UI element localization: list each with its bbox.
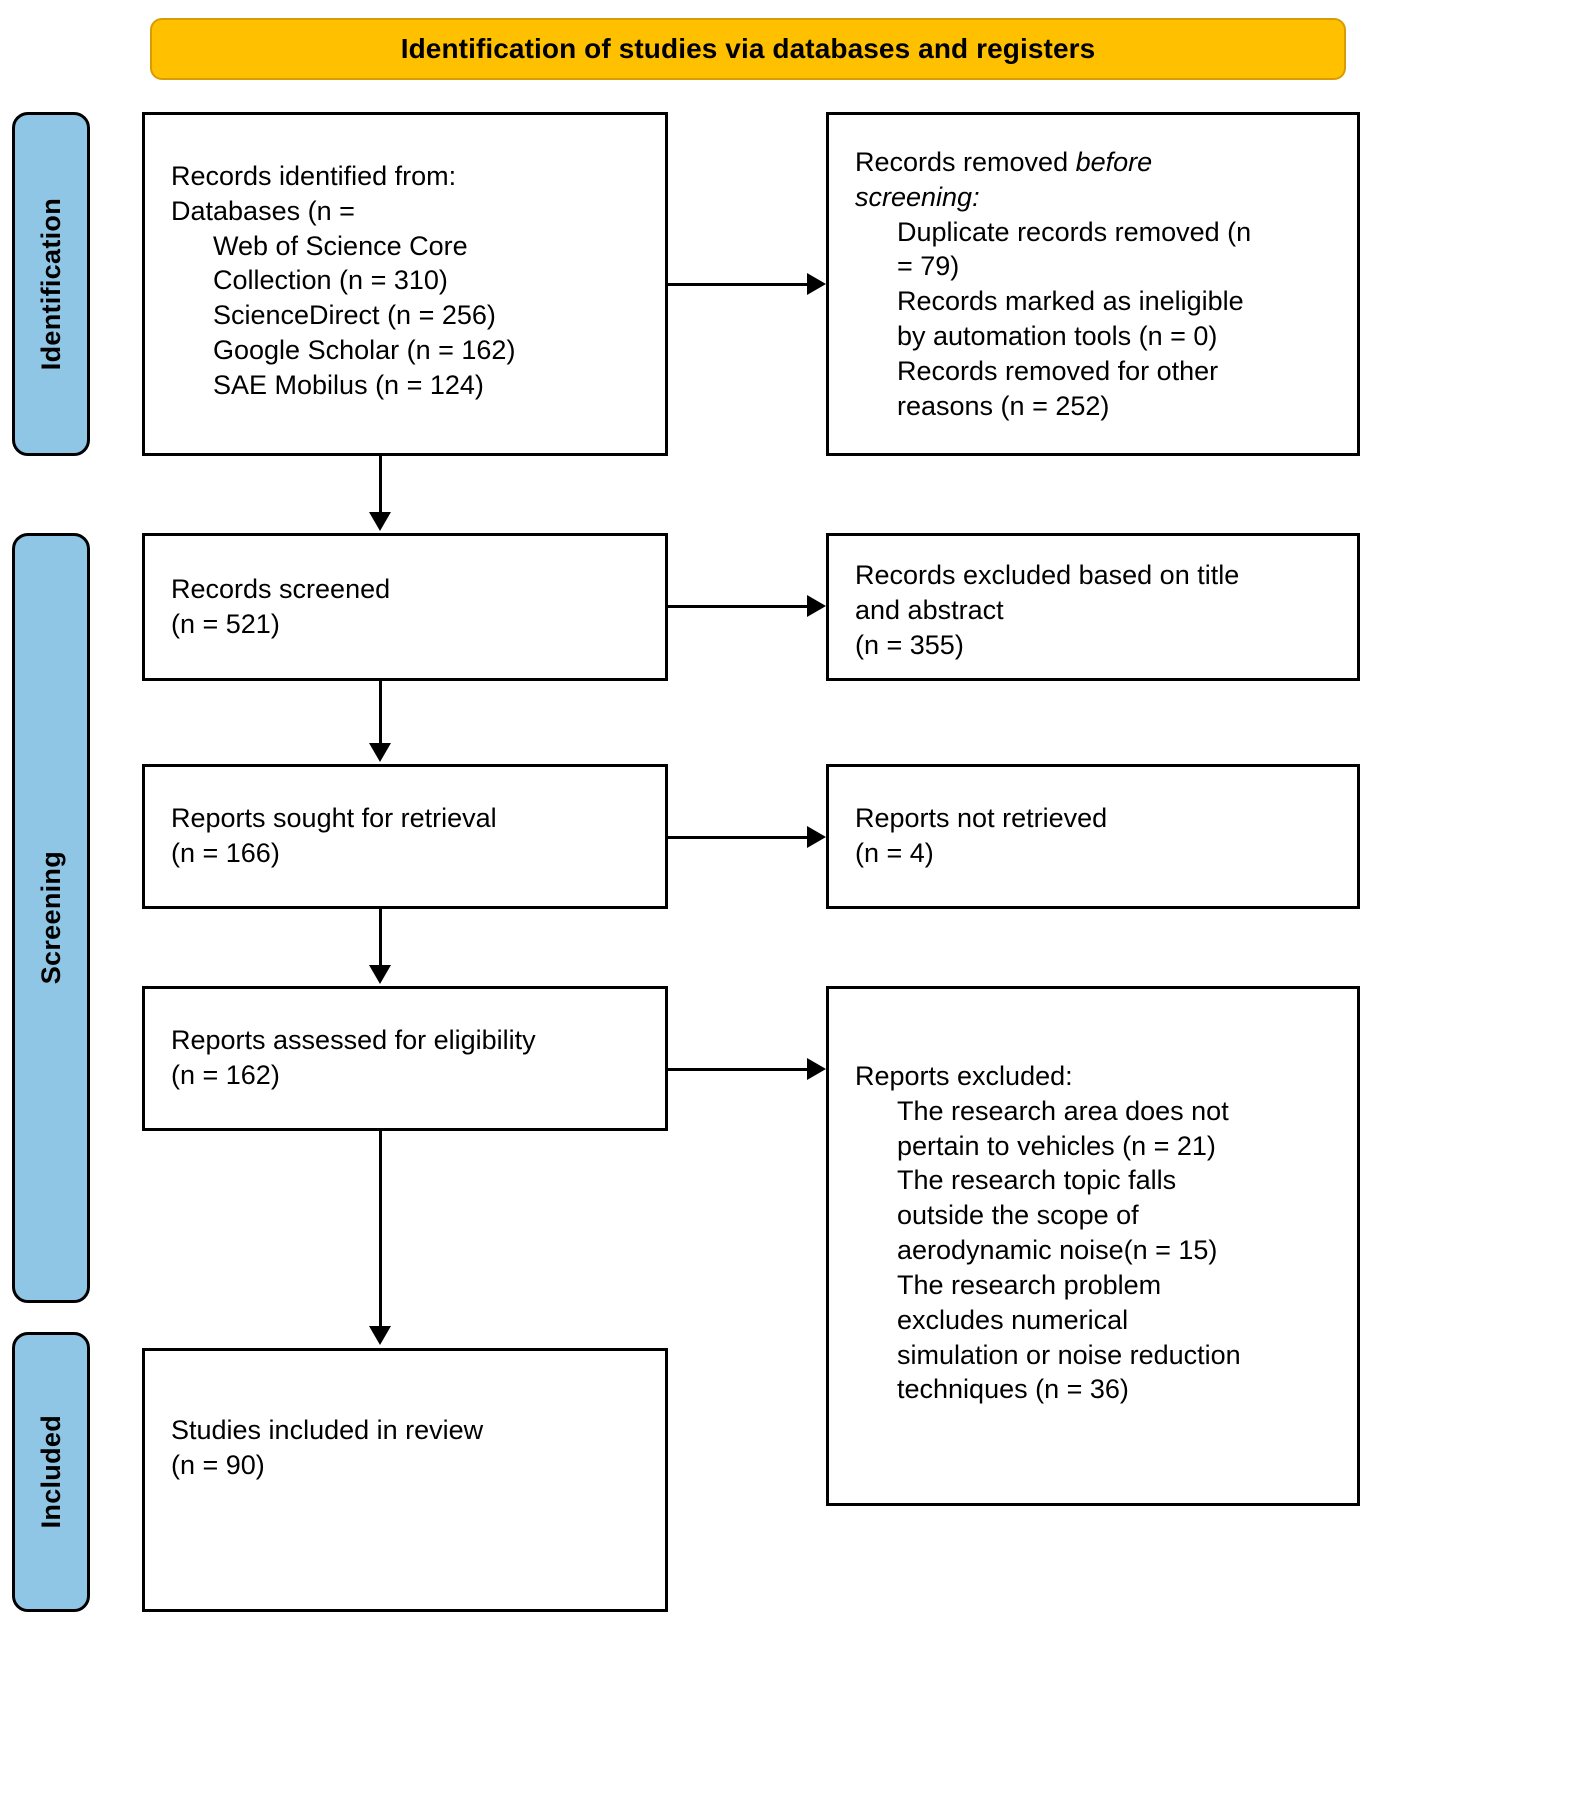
box-reports-not-retrieved: Reports not retrieved (n = 4): [826, 764, 1360, 909]
box-records-excluded-content: Records excluded based on title and abst…: [855, 558, 1347, 662]
records-screened-line-2: (n = 521): [171, 608, 280, 639]
records-excluded-line-3: (n = 355): [855, 629, 964, 660]
records-removed-line-1: Records removed before: [855, 145, 1347, 180]
records-identified-line-6: Google Scholar (n = 162): [213, 335, 516, 366]
connector-identified-to-screened: [379, 456, 382, 514]
reports-excluded-line-4: The research topic falls: [897, 1165, 1177, 1196]
box-reports-sought-content: Reports sought for retrieval (n = 166): [171, 801, 655, 871]
reports-excluded-line-2: The research area does not: [897, 1095, 1229, 1126]
arrowhead-screened-to-excluded: [807, 595, 826, 617]
stage-label-screening: Screening: [12, 533, 90, 1303]
records-removed-line-3: Duplicate records removed (n: [897, 216, 1252, 247]
connector-assessed-to-included: [379, 1131, 382, 1328]
box-records-removed-before-screening: Records removed before screening: Duplic…: [826, 112, 1360, 456]
records-removed-line-1-plain: Records removed: [855, 147, 1076, 177]
box-records-screened-content: Records screened (n = 521): [171, 572, 655, 642]
reports-not-retrieved-line-2: (n = 4): [855, 837, 934, 868]
records-removed-line-8: reasons (n = 252): [897, 390, 1110, 421]
records-removed-line-7: Records removed for other: [897, 355, 1219, 386]
records-removed-line-4: = 79): [897, 251, 960, 282]
reports-excluded-line-3: pertain to vehicles (n = 21): [897, 1130, 1216, 1161]
arrowhead-sought-to-not-retrieved: [807, 826, 826, 848]
records-identified-line-4: Collection (n = 310): [213, 265, 448, 296]
records-excluded-line-2: and abstract: [855, 594, 1004, 625]
box-reports-excluded: Reports excluded: The research area does…: [826, 986, 1360, 1506]
connector-screened-to-sought: [379, 681, 382, 745]
box-records-screened: Records screened (n = 521): [142, 533, 668, 681]
box-studies-included-content: Studies included in review (n = 90): [171, 1413, 655, 1483]
connector-sought-to-not-retrieved: [668, 836, 807, 839]
records-removed-line-1-italic: before: [1075, 147, 1153, 177]
reports-excluded-line-10: techniques (n = 36): [897, 1374, 1129, 1405]
reports-sought-line-2: (n = 166): [171, 837, 280, 868]
box-studies-included-in-review: Studies included in review (n = 90): [142, 1348, 668, 1612]
records-identified-line-2: Databases (n =: [171, 195, 355, 226]
diagram-title: Identification of studies via databases …: [400, 33, 1096, 64]
records-identified-line-7: SAE Mobilus (n = 124): [213, 369, 484, 400]
connector-sought-to-assessed: [379, 909, 382, 967]
box-reports-excluded-content: Reports excluded: The research area does…: [855, 1059, 1347, 1407]
box-reports-not-retrieved-content: Reports not retrieved (n = 4): [855, 801, 1347, 871]
reports-excluded-line-1: Reports excluded:: [855, 1061, 1073, 1091]
records-removed-line-5: Records marked as ineligible: [897, 286, 1244, 317]
box-records-identified: Records identified from: Databases (n = …: [142, 112, 668, 456]
reports-assessed-line-1: Reports assessed for eligibility: [171, 1025, 536, 1055]
records-removed-line-2: screening:: [855, 181, 980, 212]
studies-included-line-2: (n = 90): [171, 1449, 265, 1480]
connector-identified-to-removed: [668, 283, 807, 286]
reports-assessed-line-2: (n = 162): [171, 1059, 280, 1090]
reports-excluded-line-6: aerodynamic noise(n = 15): [897, 1235, 1218, 1266]
stage-label-identification: Identification: [12, 112, 90, 456]
reports-sought-line-1: Reports sought for retrieval: [171, 803, 497, 833]
reports-excluded-line-7: The research problem: [897, 1269, 1162, 1300]
records-screened-line-1: Records screened: [171, 574, 391, 604]
reports-excluded-line-8: excludes numerical: [897, 1304, 1129, 1335]
records-removed-line-6: by automation tools (n = 0): [897, 321, 1218, 352]
connector-screened-to-excluded: [668, 605, 807, 608]
box-reports-sought-for-retrieval: Reports sought for retrieval (n = 166): [142, 764, 668, 909]
box-reports-assessed-for-eligibility: Reports assessed for eligibility (n = 16…: [142, 986, 668, 1131]
records-excluded-line-1: Records excluded based on title: [855, 560, 1240, 590]
stage-label-included: Included: [12, 1332, 90, 1612]
records-identified-line-5: ScienceDirect (n = 256): [213, 300, 496, 331]
box-records-removed-content: Records removed before screening: Duplic…: [855, 145, 1347, 424]
arrowhead-identified-to-screened: [369, 512, 391, 531]
box-reports-assessed-content: Reports assessed for eligibility (n = 16…: [171, 1023, 655, 1093]
studies-included-line-1: Studies included in review: [171, 1415, 484, 1445]
box-records-excluded-title-abstract: Records excluded based on title and abst…: [826, 533, 1360, 681]
stage-label-screening-text: Screening: [35, 851, 66, 985]
reports-excluded-line-9: simulation or noise reduction: [897, 1339, 1241, 1370]
arrowhead-screened-to-sought: [369, 743, 391, 762]
reports-excluded-line-5: outside the scope of: [897, 1200, 1139, 1231]
records-identified-line-1: Records identified from:: [171, 161, 457, 191]
box-records-identified-content: Records identified from: Databases (n = …: [171, 159, 655, 403]
arrowhead-identified-to-removed: [807, 273, 826, 295]
reports-not-retrieved-line-1: Reports not retrieved: [855, 803, 1108, 833]
records-identified-line-3: Web of Science Core: [213, 230, 468, 261]
arrowhead-assessed-to-included: [369, 1326, 391, 1345]
stage-label-included-text: Included: [35, 1415, 66, 1529]
arrowhead-assessed-to-reports-excluded: [807, 1058, 826, 1080]
arrowhead-sought-to-assessed: [369, 965, 391, 984]
diagram-header-banner: Identification of studies via databases …: [150, 18, 1346, 80]
stage-label-identification-text: Identification: [35, 197, 66, 371]
connector-assessed-to-reports-excluded: [668, 1068, 807, 1071]
